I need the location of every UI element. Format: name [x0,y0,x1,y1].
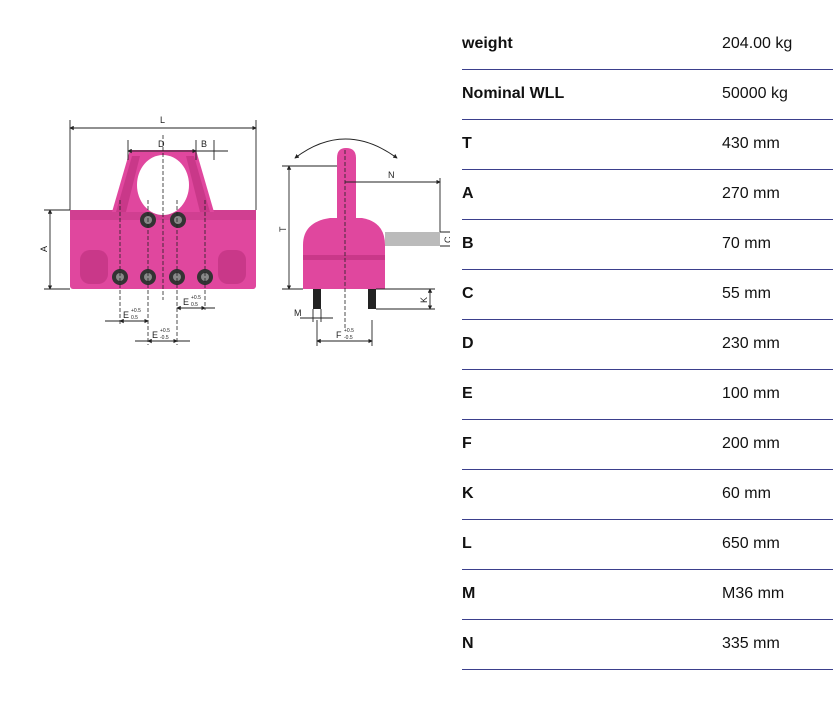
side-view: N T C K M F +0.5 -0.5 [278,138,450,346]
spec-value: 335 mm [722,635,780,652]
spec-row: M M36 mm [462,570,833,620]
spec-row: F 200 mm [462,420,833,470]
dim-label-E-upper: E [183,297,189,307]
spec-row: weight 204.00 kg [462,20,833,70]
spec-row: A 270 mm [462,170,833,220]
front-view: L D B A E +0.5 0.5 E +0.5 0.5 E +0.5 -0.… [39,115,257,345]
dim-label-T: T [278,226,288,232]
dim-tol-E-bottom-plus: +0.5 [160,328,170,334]
side-view-dome [303,218,385,260]
spec-value: 650 mm [722,535,780,552]
front-view-right-pad [218,250,246,284]
dim-label-C: C [443,236,450,243]
spec-value: 200 mm [722,435,780,452]
dim-tol-F-plus: +0.5 [344,328,354,334]
dim-tol-E-lower-plus: +0.5 [131,308,141,314]
spec-value: 55 mm [722,285,771,302]
dim-label-E-lower: E [123,310,129,320]
dim-tol-F-minus: -0.5 [344,335,353,341]
spec-label: B [462,235,474,252]
dim-label-L: L [160,115,165,125]
spec-label: D [462,335,474,352]
spec-label: N [462,635,474,652]
spec-value: 70 mm [722,235,771,252]
side-view-arm [385,232,440,246]
side-view-ring [337,148,356,222]
spec-label: M [462,585,476,602]
spec-value: 270 mm [722,185,780,202]
front-view-ring-shading [116,156,140,212]
side-view-rotation-arc [294,138,398,159]
spec-row: Nominal WLL 50000 kg [462,70,833,120]
spec-label: weight [462,35,513,52]
spec-value: 230 mm [722,335,780,352]
spec-label: A [462,185,474,202]
spec-row: B 70 mm [462,220,833,270]
spec-value: M36 mm [722,585,785,602]
spec-row: N 335 mm [462,620,833,670]
front-view-left-pad [80,250,108,284]
technical-drawing: L D B A E +0.5 0.5 E +0.5 0.5 E +0.5 -0.… [39,115,450,346]
spec-label: Nominal WLL [462,85,565,102]
spec-row: K 60 mm [462,470,833,520]
dim-label-K: K [419,297,429,303]
front-view-ring-shading-right [186,156,210,212]
side-view-base-shade [303,255,385,260]
side-view-bolt-left [313,289,321,309]
spec-label: E [462,385,473,402]
dim-label-M: M [294,308,302,318]
spec-label: L [462,535,472,552]
spec-value: 204.00 kg [722,35,793,52]
spec-label: K [462,485,474,502]
front-view-upper-bolts [140,212,186,228]
spec-label: T [462,135,472,152]
dim-label-E-bottom: E [152,330,158,340]
dim-label-B: B [201,139,207,149]
spec-label: C [462,285,474,302]
dim-tol-E-lower-minus: 0.5 [131,315,138,321]
spec-row: C 55 mm [462,270,833,320]
dim-label-N: N [388,170,395,180]
spec-value: 60 mm [722,485,771,502]
front-view-lower-bolts [112,269,213,285]
spec-value: 430 mm [722,135,780,152]
spec-row: D 230 mm [462,320,833,370]
dim-label-F: F [336,330,342,340]
dim-tol-E-bottom-minus: -0.5 [160,335,169,341]
side-view-bolt-right [368,289,376,309]
spec-row: E 100 mm [462,370,833,420]
specifications-table: weight 204.00 kg Nominal WLL 50000 kg T 430 m… [462,20,833,670]
dim-label-A: A [39,246,49,252]
spec-value: 50000 kg [722,85,788,102]
spec-row: L 650 mm [462,520,833,570]
spec-label: F [462,435,472,452]
dim-label-D: D [158,139,165,149]
spec-value: 100 mm [722,385,780,402]
dim-tol-E-upper-minus: 0.5 [191,302,198,308]
side-view-base [303,255,385,289]
dimension-drawing-svg: L D B A E +0.5 0.5 E +0.5 0.5 E +0.5 -0.… [39,115,450,346]
spec-row: T 430 mm [462,120,833,170]
dim-tol-E-upper-plus: +0.5 [191,295,201,301]
